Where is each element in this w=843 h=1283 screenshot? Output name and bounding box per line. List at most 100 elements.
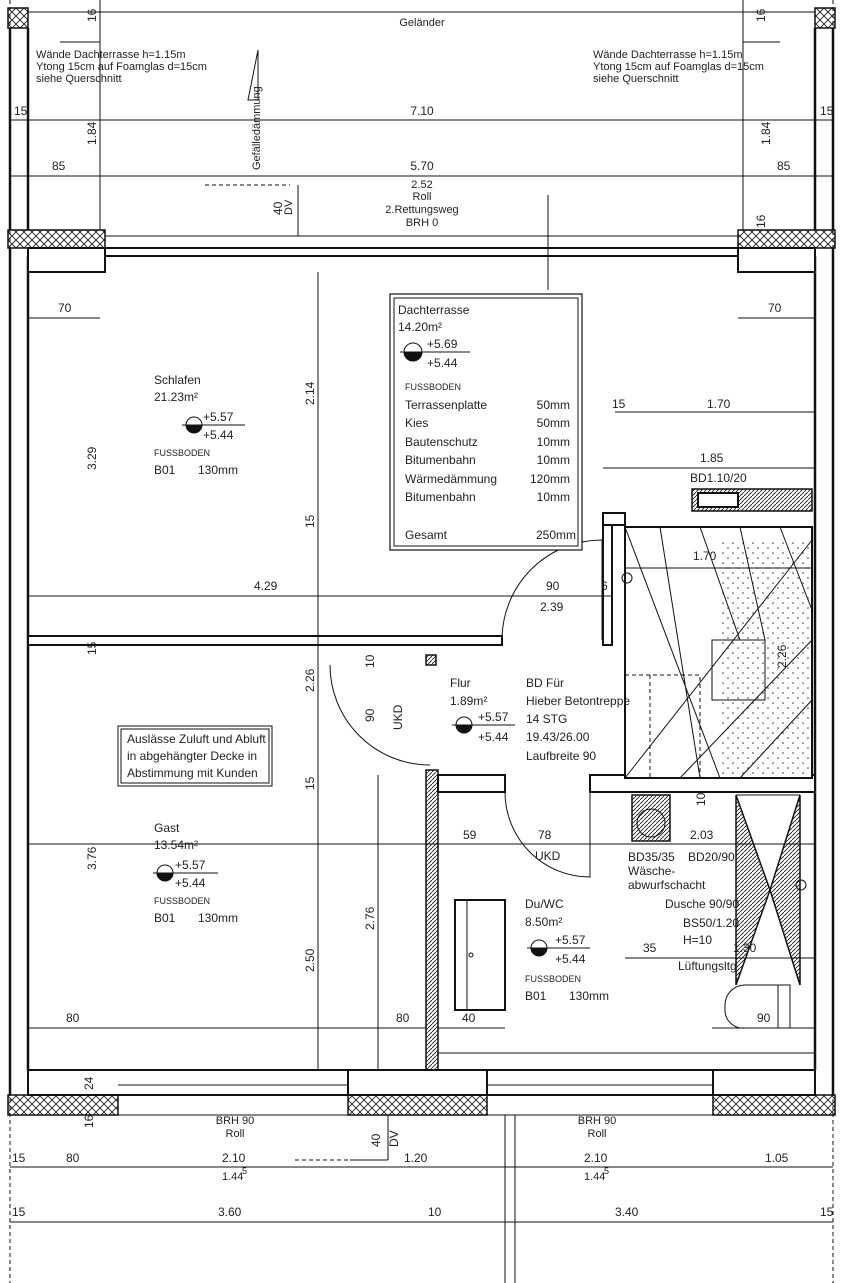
svg-text:2.26: 2.26 xyxy=(775,644,789,668)
svg-text:abwurfschacht: abwurfschacht xyxy=(628,878,706,892)
svg-text:5: 5 xyxy=(604,1166,609,1176)
svg-text:+5.69: +5.69 xyxy=(427,337,458,351)
svg-text:80: 80 xyxy=(396,1011,410,1025)
svg-text:59: 59 xyxy=(463,828,477,842)
interior-dimensions: 70 70 2.14 3.29 15 15 1.70 1.85 1.70 4.2… xyxy=(28,272,815,1128)
svg-text:BRH 90: BRH 90 xyxy=(216,1115,255,1127)
svg-text:+5.44: +5.44 xyxy=(175,876,206,890)
svg-text:1.84: 1.84 xyxy=(759,121,773,145)
svg-text:5.70: 5.70 xyxy=(410,159,434,173)
svg-text:90: 90 xyxy=(546,579,560,593)
svg-text:15: 15 xyxy=(820,104,834,118)
svg-text:2.10: 2.10 xyxy=(584,1151,608,1165)
svg-text:Roll: Roll xyxy=(413,191,432,203)
svg-text:1.30: 1.30 xyxy=(733,941,757,955)
room-duwc: Du/WC 8.50m² +5.57 +5.44 FUSSBODEN B01 1… xyxy=(525,897,609,1003)
svg-text:16: 16 xyxy=(754,8,768,22)
svg-text:80: 80 xyxy=(66,1151,80,1165)
svg-text:Ytong 15cm auf Foamglas d=15cm: Ytong 15cm auf Foamglas d=15cm xyxy=(593,61,764,73)
svg-text:15: 15 xyxy=(612,397,626,411)
lueftung-label: Lüftungsltg. xyxy=(678,959,740,973)
svg-text:70: 70 xyxy=(58,301,72,315)
svg-text:10mm: 10mm xyxy=(537,453,570,467)
svg-text:+5.57: +5.57 xyxy=(203,410,234,424)
svg-text:Roll: Roll xyxy=(226,1128,245,1140)
svg-text:2.14: 2.14 xyxy=(303,381,317,405)
svg-text:10: 10 xyxy=(363,654,377,668)
svg-text:2.10: 2.10 xyxy=(222,1151,246,1165)
svg-text:+5.57: +5.57 xyxy=(478,710,509,724)
room-flur: Flur 1.89m² +5.57 +5.44 xyxy=(450,676,515,744)
h-label: H=10 xyxy=(683,933,712,947)
svg-text:siehe Querschnitt: siehe Querschnitt xyxy=(593,73,679,85)
svg-text:15: 15 xyxy=(820,1205,834,1219)
svg-text:BRH 0: BRH 0 xyxy=(406,217,438,229)
svg-text:Wände Dachterrasse h=1.15m: Wände Dachterrasse h=1.15m xyxy=(36,49,186,61)
bottom-window-labels: BRH 90 Roll BRH 90 Roll xyxy=(216,1115,617,1140)
svg-text:50mm: 50mm xyxy=(537,416,570,430)
svg-text:40: 40 xyxy=(369,1133,383,1147)
svg-text:+5.44: +5.44 xyxy=(478,730,509,744)
svg-text:14.20m²: 14.20m² xyxy=(398,320,442,334)
svg-text:+5.57: +5.57 xyxy=(555,933,586,947)
svg-text:3.29: 3.29 xyxy=(85,446,99,470)
svg-text:1.70: 1.70 xyxy=(693,549,717,563)
svg-text:Roll: Roll xyxy=(588,1128,607,1140)
svg-text:Dachterrasse: Dachterrasse xyxy=(398,303,470,317)
svg-text:85: 85 xyxy=(777,159,791,173)
bs-label: BS50/1.20 xyxy=(683,916,739,930)
stair-note: BD Für Hieber Betontreppe 14 STG 19.43/2… xyxy=(526,676,630,763)
svg-text:4.29: 4.29 xyxy=(254,579,278,593)
svg-text:2.39: 2.39 xyxy=(540,600,564,614)
svg-text:90: 90 xyxy=(757,1011,771,1025)
terrace-dimensions: 7.10 5.70 15 15 85 85 1.84 1.84 16 16 16… xyxy=(10,8,834,272)
svg-text:3.40: 3.40 xyxy=(615,1205,639,1219)
svg-text:Bitumenbahn: Bitumenbahn xyxy=(405,453,476,467)
wall-note-left: Wände Dachterrasse h=1.15m Ytong 15cm au… xyxy=(36,49,207,85)
svg-text:15: 15 xyxy=(303,776,317,790)
gefaelle-label: Gefälledämmung xyxy=(251,86,263,170)
svg-text:Gast: Gast xyxy=(154,821,180,835)
svg-text:130mm: 130mm xyxy=(198,911,238,925)
svg-text:5: 5 xyxy=(242,1166,247,1176)
svg-text:2.76: 2.76 xyxy=(363,906,377,930)
svg-text:10: 10 xyxy=(694,792,708,806)
shaft-note: BD35/35 Wäsche- abwurfschacht xyxy=(628,850,706,892)
dachterrasse-info-box: Dachterrasse 14.20m² +5.69 +5.44 FUSSBOD… xyxy=(389,293,583,551)
svg-text:B01: B01 xyxy=(525,989,547,1003)
terrace-window-label: 2.52 Roll 2.Rettungsweg BRH 0 xyxy=(385,179,458,229)
svg-text:13.54m²: 13.54m² xyxy=(154,838,198,852)
svg-text:1.85: 1.85 xyxy=(700,451,724,465)
svg-text:Terrassenplatte: Terrassenplatte xyxy=(405,398,487,412)
svg-text:130mm: 130mm xyxy=(569,989,609,1003)
svg-text:FUSSBODEN: FUSSBODEN xyxy=(405,382,461,392)
svg-text:Bitumenbahn: Bitumenbahn xyxy=(405,490,476,504)
bd2090-label: BD20/90 xyxy=(688,850,735,864)
svg-text:Du/WC: Du/WC xyxy=(525,897,564,911)
svg-text:10mm: 10mm xyxy=(537,490,570,504)
svg-text:in abgehängter Decke in: in abgehängter Decke in xyxy=(127,749,257,763)
svg-text:14 STG: 14 STG xyxy=(526,712,567,726)
svg-text:Schlafen: Schlafen xyxy=(154,373,201,387)
svg-text:B01: B01 xyxy=(154,463,176,477)
ukd-label-vertical: UKD xyxy=(391,704,405,730)
svg-text:2.03: 2.03 xyxy=(690,828,714,842)
svg-text:15: 15 xyxy=(12,1151,26,1165)
svg-text:35: 35 xyxy=(643,941,657,955)
svg-text:B01: B01 xyxy=(154,911,176,925)
svg-text:1.05: 1.05 xyxy=(765,1151,789,1165)
svg-text:7.10: 7.10 xyxy=(410,104,434,118)
svg-text:16: 16 xyxy=(754,214,768,228)
svg-text:16: 16 xyxy=(85,8,99,22)
svg-text:130mm: 130mm xyxy=(198,463,238,477)
svg-text:6: 6 xyxy=(601,579,608,593)
svg-text:BD Für: BD Für xyxy=(526,676,564,690)
svg-text:8.50m²: 8.50m² xyxy=(525,915,562,929)
svg-text:16: 16 xyxy=(82,1114,96,1128)
svg-text:Bautenschutz: Bautenschutz xyxy=(405,435,478,449)
svg-text:80: 80 xyxy=(66,1011,80,1025)
svg-text:+5.44: +5.44 xyxy=(427,356,458,370)
svg-text:40: 40 xyxy=(271,201,285,215)
svg-text:+5.44: +5.44 xyxy=(555,952,586,966)
